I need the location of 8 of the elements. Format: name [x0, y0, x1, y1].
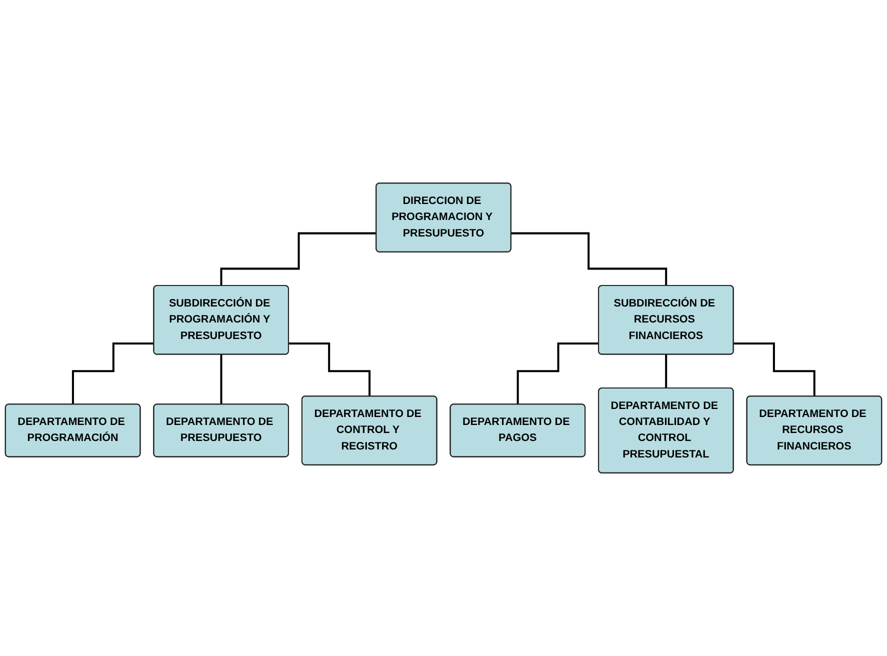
connector	[734, 342, 816, 398]
connector	[220, 232, 376, 287]
connector	[72, 342, 154, 406]
connector	[511, 232, 668, 287]
connector	[516, 342, 599, 406]
connector	[665, 354, 668, 390]
connector	[220, 354, 222, 406]
connector	[288, 342, 371, 398]
